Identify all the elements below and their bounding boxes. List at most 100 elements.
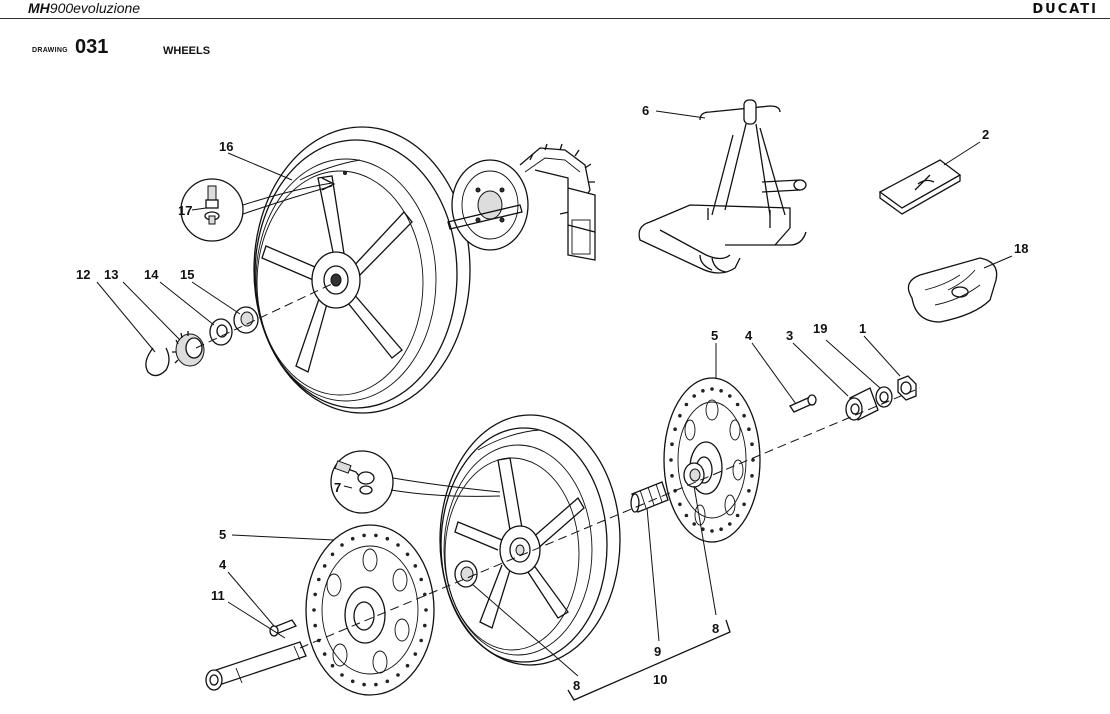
disc-hole — [735, 402, 740, 407]
callout-18: 18 — [1014, 241, 1028, 256]
disc-hole — [692, 394, 696, 398]
valve-detail-bubble-rear — [180, 177, 336, 242]
disc-hole — [719, 389, 723, 393]
callout-4-lower: 4 — [219, 557, 227, 572]
front-wheel-spokes — [454, 457, 585, 629]
callout-12: 12 — [76, 267, 90, 282]
disc-hole — [405, 663, 410, 668]
callout-7: 7 — [334, 480, 341, 495]
disc-hole — [340, 673, 344, 677]
owner-manual-item — [878, 159, 962, 215]
disc-hole — [413, 652, 418, 656]
disc-hole — [385, 536, 390, 541]
disc-hole — [735, 513, 740, 518]
disc-hole — [350, 679, 355, 684]
callout-13: 13 — [104, 267, 118, 282]
disc-hole — [750, 474, 754, 478]
model-name: MH900evoluzione — [28, 0, 140, 16]
callout-2: 2 — [982, 127, 989, 142]
disc-hole — [750, 442, 754, 447]
callout-5-lower: 5 — [219, 527, 226, 542]
disc-hole — [684, 402, 689, 407]
axle-nut — [897, 375, 917, 401]
disc-hole — [423, 623, 427, 628]
disc-hole — [424, 608, 428, 612]
disc-hole — [728, 522, 732, 526]
callout-16: 16 — [219, 139, 233, 154]
disc-hole — [362, 533, 366, 538]
rear-wheel-spokes — [261, 175, 413, 373]
brand-logo: DUCATI — [1032, 2, 1098, 17]
disc-hole — [747, 489, 751, 493]
axle-washer — [875, 386, 893, 408]
callout-15: 15 — [180, 267, 194, 282]
disc-hole — [751, 458, 755, 462]
model-name-rest: 900evoluzione — [49, 0, 141, 16]
front-bearing-right — [683, 462, 705, 488]
disc-hole — [423, 592, 427, 597]
disc-hole — [312, 608, 316, 612]
disc-hole — [747, 427, 751, 432]
disc-hole — [670, 442, 674, 447]
disc-petals-left — [326, 548, 410, 674]
disc-hole — [413, 564, 418, 568]
callout-1: 1 — [859, 321, 866, 336]
drawing-number: 031 — [75, 36, 109, 58]
disc-bolt-lower — [269, 619, 297, 637]
callout-14: 14 — [144, 267, 159, 282]
disc-hole — [330, 552, 335, 557]
assembly-bracket — [567, 619, 731, 701]
callout-6: 6 — [642, 103, 649, 118]
disc-hole — [670, 474, 674, 478]
disc-hole — [710, 387, 714, 391]
callout-10: 10 — [653, 672, 667, 687]
wheel-spacer — [630, 481, 669, 513]
callout-8-left: 8 — [573, 678, 580, 693]
disc-hole — [362, 682, 366, 687]
callout-4-upper: 4 — [745, 328, 753, 343]
disc-hole — [374, 533, 378, 538]
disc-hole — [330, 663, 335, 668]
paddock-stand — [638, 99, 807, 274]
disc-hole — [396, 543, 400, 547]
callout-11: 11 — [211, 588, 225, 603]
disc-hole — [317, 577, 321, 582]
front-axle — [205, 641, 307, 691]
disc-hole — [673, 427, 677, 432]
axle-spacer — [845, 387, 879, 421]
disc-hole — [728, 394, 732, 398]
model-name-bold: MH — [28, 0, 50, 16]
leader-lines — [96, 110, 1013, 677]
disc-hole — [678, 502, 682, 507]
callout-3: 3 — [786, 328, 793, 343]
disc-holes-right — [669, 387, 755, 533]
callout-8-right: 8 — [712, 621, 719, 636]
front-axle-centerline — [299, 387, 921, 649]
disc-hole — [405, 552, 410, 557]
disc-hole — [396, 673, 400, 677]
disc-hole — [742, 413, 746, 418]
disc-hole — [678, 413, 682, 418]
disc-petals-right — [684, 399, 744, 526]
disc-hole — [385, 679, 390, 684]
disc-hole — [669, 458, 673, 462]
disc-hole — [710, 529, 714, 533]
disc-bolt-upper — [789, 394, 817, 413]
disc-hole — [313, 623, 318, 628]
disc-hole — [322, 564, 327, 568]
rear-sprocket-assembly — [447, 143, 596, 261]
valve-detail-bubble-front — [330, 450, 501, 514]
disc-hole — [684, 513, 689, 518]
front-bearing-left — [454, 560, 478, 588]
rear-wheel — [253, 126, 471, 414]
disc-hole — [742, 502, 746, 507]
front-brake-disc-left — [305, 524, 435, 696]
rear-axle-small-parts — [145, 282, 335, 377]
disc-hole — [350, 536, 355, 541]
front-wheel — [439, 414, 621, 666]
disc-hole — [419, 577, 424, 582]
drawing-label: DRAWING — [32, 47, 68, 54]
disc-hole — [313, 592, 318, 597]
callout-5-upper: 5 — [711, 328, 718, 343]
